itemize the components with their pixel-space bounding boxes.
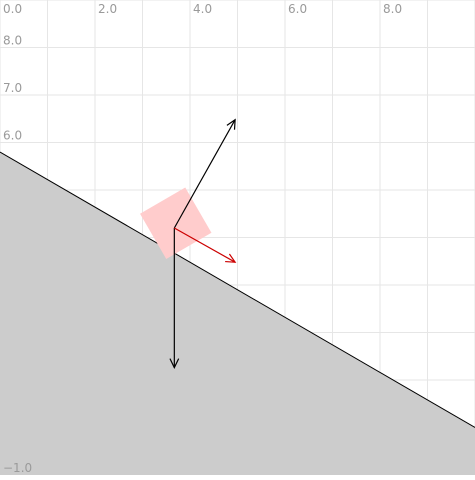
y-tick-label: 6.0: [3, 129, 22, 143]
normal-force-line: [173, 119, 236, 229]
y-tick-label: −1.0: [3, 461, 32, 475]
incline: [0, 151, 475, 475]
y-tick-label: 7.0: [3, 81, 22, 95]
friction-force-line: [174, 227, 236, 263]
x-tick-label: 4.0: [193, 2, 212, 16]
normal-force-arrowhead: [226, 118, 236, 130]
x-tick-label: 8.0: [383, 2, 402, 16]
friction-force-arrowhead: [225, 253, 237, 263]
force-vectors: [169, 118, 237, 370]
incline-surface: [0, 152, 475, 475]
incline-edge: [0, 151, 475, 428]
x-tick-label: 2.0: [98, 2, 117, 16]
tick-labels: 0.0 2.0 4.0 6.0 8.0 8.0 7.0 6.0 −1.0: [3, 2, 402, 475]
sliding-block: [140, 187, 212, 259]
x-tick-label: 6.0: [288, 2, 307, 16]
x-tick-label: 0.0: [3, 2, 22, 16]
weight-force-arrowhead: [169, 358, 180, 370]
y-tick-label: 8.0: [3, 34, 22, 48]
block: [140, 187, 212, 259]
